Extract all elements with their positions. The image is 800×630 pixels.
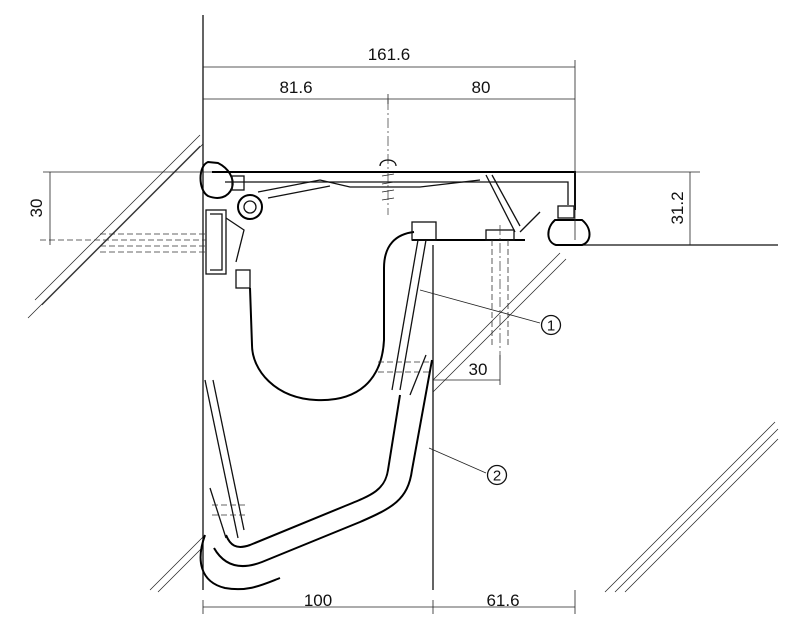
dim-left-width: 81.6 xyxy=(279,78,312,97)
dim-right-height: 31.2 xyxy=(668,191,687,224)
hanging-plate xyxy=(378,239,432,396)
cover-plate xyxy=(199,160,591,246)
dim-overall-width: 161.6 xyxy=(368,45,411,64)
dimension-lines xyxy=(43,60,700,614)
top-screw xyxy=(379,100,397,215)
callout-marker-1: 1 xyxy=(540,314,562,336)
dim-bottom-left: 100 xyxy=(304,591,332,610)
concrete-hatching-left xyxy=(27,134,204,593)
dim-left-height: 30 xyxy=(27,199,46,218)
callout-marker-2: 2 xyxy=(486,464,508,486)
dim-bolt-offset: 30 xyxy=(469,360,488,379)
wall-faces xyxy=(202,15,778,590)
concrete-hatching-right xyxy=(432,252,779,593)
callout-leaders xyxy=(419,289,541,474)
right-angle-plate xyxy=(411,221,525,360)
lower-cradle xyxy=(199,359,433,591)
flexible-membrane xyxy=(249,231,415,402)
dim-bottom-right: 61.6 xyxy=(486,591,519,610)
left-frame xyxy=(40,209,251,289)
callout-label-1: 1 xyxy=(547,318,555,335)
dim-right-width: 80 xyxy=(472,78,491,97)
callout-label-2: 2 xyxy=(493,468,501,485)
